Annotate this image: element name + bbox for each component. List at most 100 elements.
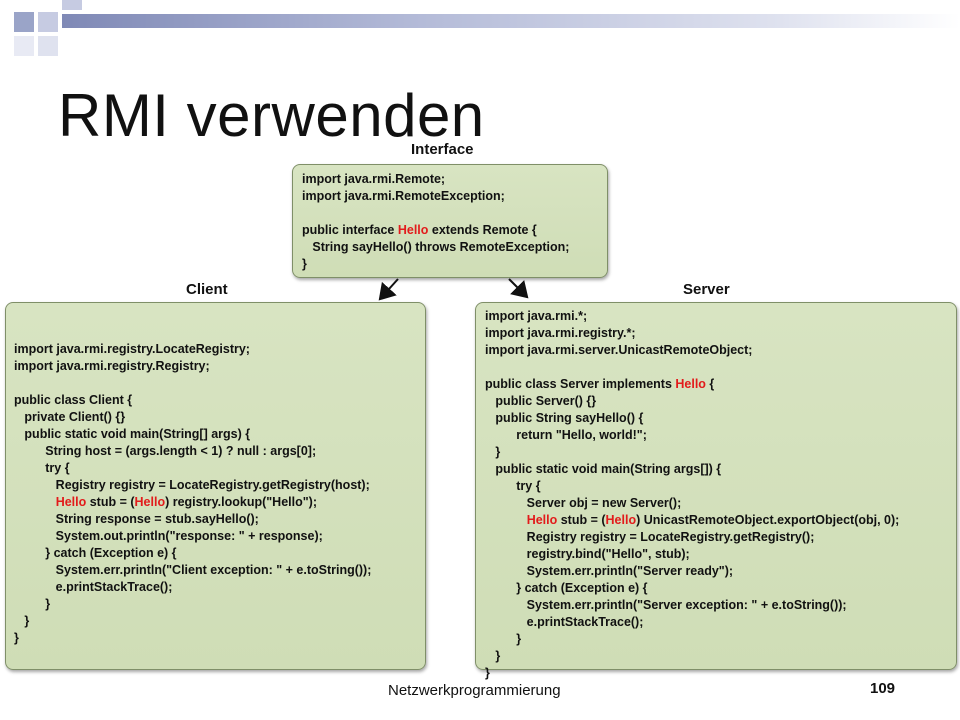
code-line: import java.rmi.registry.LocateRegistry; — [14, 341, 371, 358]
code-line: System.err.println("Server ready"); — [485, 563, 899, 580]
code-keyword-highlight: Hello — [605, 513, 637, 527]
code-text: System.err.println("Server ready"); — [485, 564, 734, 578]
code-text: return "Hello, world!"; — [485, 428, 647, 442]
code-text: import java.rmi.registry.Registry; — [14, 359, 210, 373]
client-code: import java.rmi.registry.LocateRegistry;… — [14, 341, 371, 647]
code-text: private Client() {} — [14, 410, 126, 424]
interface-code: import java.rmi.Remote; import java.rmi.R… — [302, 171, 569, 273]
code-line: Registry registry = LocateRegistry.getRe… — [485, 529, 899, 546]
code-line: e.printStackTrace(); — [14, 579, 371, 596]
code-text: } catch (Exception e) { — [485, 581, 648, 595]
interface-code-box — [292, 164, 608, 278]
code-text: String host = (args.length < 1) ? null :… — [14, 444, 317, 458]
code-line: try { — [14, 460, 371, 477]
code-line: public class Client { — [14, 392, 371, 409]
code-text: System.err.println("Server exception: " … — [485, 598, 847, 612]
server-label: Server — [683, 281, 730, 298]
arrow-to-client — [378, 278, 399, 301]
code-text: try { — [14, 461, 70, 475]
code-line: public static void main(String[] args) { — [14, 426, 371, 443]
code-text: } — [14, 614, 30, 628]
code-line: Hello stub = (Hello) registry.lookup("He… — [14, 494, 371, 511]
code-text: import java.rmi.server.UnicastRemoteObje… — [485, 343, 753, 357]
code-line: } catch (Exception e) { — [14, 545, 371, 562]
code-keyword-highlight: Hello — [55, 495, 87, 509]
code-text: } catch (Exception e) { — [14, 546, 177, 560]
code-line: } — [485, 648, 899, 665]
code-line: } — [485, 665, 899, 682]
decorative-square — [62, 0, 82, 10]
interface-label: Interface — [411, 141, 474, 158]
code-text: { — [705, 377, 715, 391]
code-text: stub = ( — [557, 513, 606, 527]
code-line: public class Server implements Hello { — [485, 376, 899, 393]
decorative-square — [14, 12, 34, 32]
code-line: System.out.println("response: " + respon… — [14, 528, 371, 545]
code-line: private Client() {} — [14, 409, 371, 426]
code-text: } — [485, 445, 501, 459]
code-line: String response = stub.sayHello(); — [14, 511, 371, 528]
code-text: try { — [485, 479, 541, 493]
code-line: } — [485, 631, 899, 648]
code-text: Registry registry = LocateRegistry.getRe… — [14, 478, 370, 492]
code-line: Registry registry = LocateRegistry.getRe… — [14, 477, 371, 494]
code-text: extends Remote { — [428, 223, 537, 237]
server-code-box — [475, 302, 957, 670]
code-text: Server obj = new Server(); — [485, 496, 682, 510]
code-text: public class Client { — [14, 393, 133, 407]
code-text: System.err.println("Client exception: " … — [14, 563, 372, 577]
code-text: stub = ( — [86, 495, 135, 509]
code-keyword-highlight: Hello — [675, 377, 706, 391]
code-text: e.printStackTrace(); — [14, 580, 173, 594]
code-line: public static void main(String args[]) { — [485, 461, 899, 478]
page-number: 109 — [870, 680, 896, 697]
slide-title: RMI verwenden — [58, 82, 485, 149]
code-line: public interface Hello extends Remote { — [302, 222, 569, 239]
code-line: e.printStackTrace(); — [485, 614, 899, 631]
code-text: System.out.println("response: " + respon… — [14, 529, 323, 543]
code-text: ) UnicastRemoteObject.exportObject(obj, … — [636, 513, 900, 527]
code-text: } — [302, 257, 307, 271]
code-text: import java.rmi.RemoteException; — [302, 189, 505, 203]
server-code: import java.rmi.*;import java.rmi.regist… — [485, 308, 899, 682]
code-line: System.err.println("Client exception: " … — [14, 562, 372, 579]
code-text: } — [485, 649, 501, 663]
decorative-header-bar — [62, 14, 960, 28]
code-line: Hello stub = (Hello) UnicastRemoteObject… — [485, 512, 900, 529]
code-text: import java.rmi.Remote; — [302, 172, 446, 186]
code-line: String host = (args.length < 1) ? null :… — [14, 443, 371, 460]
code-line: String sayHello() throws RemoteException… — [302, 239, 569, 256]
code-text: } — [485, 632, 522, 646]
arrow-to-server — [508, 278, 529, 299]
decorative-square — [38, 36, 58, 56]
code-text: public interface — [302, 223, 398, 237]
code-line: } — [14, 630, 371, 647]
code-line: } — [302, 256, 569, 273]
decorative-square — [14, 36, 34, 56]
code-text: String response = stub.sayHello(); — [14, 512, 259, 526]
code-text: } — [14, 597, 51, 611]
code-text: public Server() {} — [485, 394, 597, 408]
code-line: import java.rmi.Remote; — [302, 171, 569, 188]
code-text: } — [14, 631, 19, 645]
code-line: import java.rmi.registry.*; — [485, 325, 899, 342]
decorative-square — [38, 12, 58, 32]
code-text: e.printStackTrace(); — [485, 615, 644, 629]
code-text: public static void main(String args[]) { — [485, 462, 722, 476]
code-line: } — [14, 613, 371, 630]
client-code-box — [5, 302, 426, 670]
code-line: Server obj = new Server(); — [485, 495, 899, 512]
code-line: import java.rmi.registry.Registry; — [14, 358, 371, 375]
client-label: Client — [186, 281, 228, 298]
code-line: registry.bind("Hello", stub); — [485, 546, 899, 563]
footer-text: Netzwerkprogrammierung — [388, 682, 561, 699]
code-text: String sayHello() throws RemoteException… — [302, 240, 570, 254]
code-line: public Server() {} — [485, 393, 899, 410]
code-text: Registry registry = LocateRegistry.getRe… — [485, 530, 815, 544]
code-keyword-highlight: Hello — [526, 513, 558, 527]
code-line: public String sayHello() { — [485, 410, 899, 427]
code-text: import java.rmi.registry.LocateRegistry; — [14, 342, 250, 356]
code-text: public String sayHello() { — [485, 411, 644, 425]
code-keyword-highlight: Hello — [397, 223, 429, 237]
